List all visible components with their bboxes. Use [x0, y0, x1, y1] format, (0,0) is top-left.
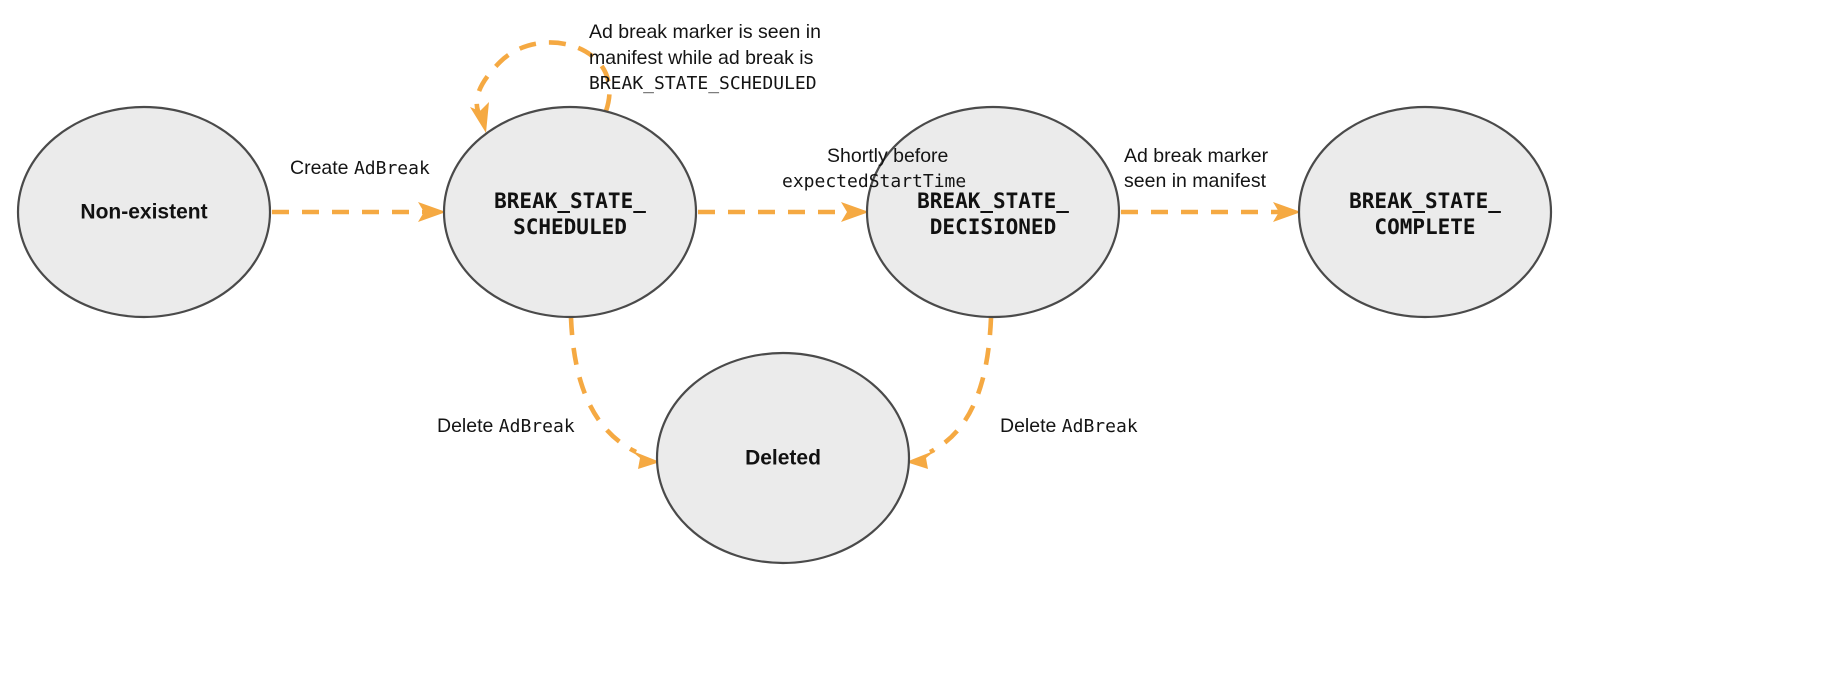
edge-label-create-adbreak: Create AdBreak	[290, 157, 430, 179]
edge-label-decisioned-to-complete-line2: seen in manifest	[1124, 170, 1267, 192]
edge-label-scheduled-self-loop-line2: manifest while ad break is	[589, 47, 814, 69]
edge-scheduled-to-deleted-line	[568, 317, 638, 455]
edge-scheduled-to-deleted-arrowhead	[630, 450, 660, 469]
node-break-state-complete-shape	[1297, 105, 1553, 319]
edge-label-create-adbreak-part-1: AdBreak	[354, 158, 430, 179]
node-non-existent[interactable]: Non-existent	[16, 105, 272, 319]
node-break-state-scheduled-label-line2: SCHEDULED	[513, 215, 627, 239]
edge-label-scheduled-self-loop-line3: BREAK_STATE_SCHEDULED	[589, 73, 817, 94]
edge-decisioned-to-deleted-line	[928, 317, 994, 455]
node-deleted-label: Deleted	[745, 447, 821, 470]
edges-layer	[272, 40, 1301, 469]
edge-scheduled-self-loop-arrowhead	[470, 102, 489, 133]
node-break-state-decisioned-shape	[865, 105, 1121, 319]
edge-label-create-adbreak-part-0: Create	[290, 157, 354, 179]
edge-label-decisioned-to-deleted: Delete AdBreak	[1000, 415, 1138, 437]
node-deleted[interactable]: Deleted	[655, 351, 911, 565]
edge-decisioned-to-complete[interactable]	[1121, 202, 1301, 222]
node-break-state-complete-label-line1: BREAK_STATE_	[1349, 189, 1501, 213]
edge-label-decisioned-to-deleted-part-0: Delete	[1000, 415, 1062, 437]
edge-label-scheduled-to-deleted-part-1: AdBreak	[499, 416, 575, 437]
node-break-state-scheduled-label-line1: BREAK_STATE_	[494, 189, 646, 213]
node-non-existent-shape	[16, 105, 272, 319]
node-break-state-complete-label-line2: COMPLETE	[1374, 215, 1475, 239]
node-break-state-decisioned-label-line1: BREAK_STATE_	[917, 189, 1069, 213]
edge-decisioned-to-deleted-arrowhead	[906, 450, 936, 469]
node-break-state-scheduled[interactable]: BREAK_STATE_ SCHEDULED	[442, 105, 698, 319]
edge-create-adbreak-arrowhead	[418, 202, 446, 222]
edge-label-decisioned-to-deleted-part-1: AdBreak	[1062, 416, 1138, 437]
edge-label-scheduled-self-loop-line1: Ad break marker is seen in	[589, 21, 821, 43]
node-deleted-shape	[655, 351, 911, 565]
node-break-state-scheduled-shape	[442, 105, 698, 319]
edge-labels-layer: Create AdBreak Ad break marker is seen i…	[290, 21, 1269, 437]
node-non-existent-label: Non-existent	[80, 201, 207, 224]
edge-label-scheduled-to-decisioned-line1: Shortly before	[827, 145, 948, 167]
edge-label-scheduled-to-deleted-part-0: Delete	[437, 415, 499, 437]
edge-scheduled-self-loop-line	[474, 40, 612, 118]
edge-label-scheduled-to-deleted: Delete AdBreak	[437, 415, 575, 437]
edge-scheduled-to-deleted[interactable]	[568, 317, 660, 469]
node-break-state-decisioned-label-line2: DECISIONED	[930, 215, 1056, 239]
edge-label-scheduled-to-decisioned-line2: expectedStartTime	[782, 171, 966, 192]
edge-scheduled-to-decisioned[interactable]	[698, 202, 869, 222]
node-break-state-decisioned[interactable]: BREAK_STATE_ DECISIONED	[865, 105, 1121, 319]
edge-label-decisioned-to-complete-line1: Ad break marker	[1124, 145, 1269, 167]
edge-scheduled-to-decisioned-arrowhead	[841, 202, 869, 222]
nodes-layer: Non-existent BREAK_STATE_ SCHEDULED BREA…	[16, 105, 1553, 565]
edge-decisioned-to-deleted[interactable]	[906, 317, 994, 469]
edge-decisioned-to-complete-arrowhead	[1273, 202, 1301, 222]
edge-create-adbreak[interactable]	[272, 202, 446, 222]
edge-scheduled-self-loop[interactable]	[470, 40, 612, 133]
node-break-state-complete[interactable]: BREAK_STATE_ COMPLETE	[1297, 105, 1553, 319]
